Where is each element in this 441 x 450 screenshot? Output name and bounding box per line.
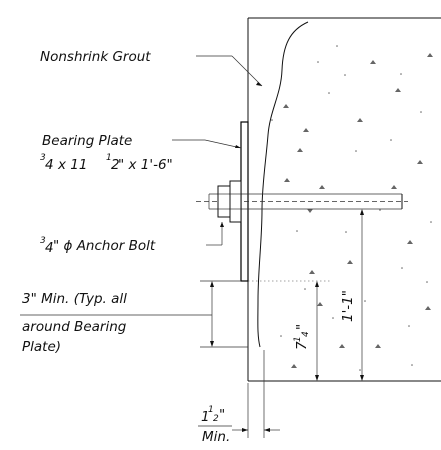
svg-text:2: 2 [213,414,219,424]
svg-text:2: 2 [111,157,120,173]
plate-label-line1: Bearing Plate [42,133,132,149]
dim-1ft-1in-label: 1'-1" [340,290,356,322]
dim-1half-label: 1 1 2 " [201,405,225,425]
dimension-7-quarter [248,280,330,381]
min-label-line1: 3" Min. (Typ. all [22,291,127,307]
plate-leader-arrow [235,145,241,148]
concrete-aggregate [271,45,433,371]
bolt-nut [217,185,231,218]
dim-7-quarter-label: 7 1 4 " [293,324,311,350]
plate-size-label: 3 4 x 11 1 2 " x 1'-6" [40,153,173,173]
grout-label: Nonshrink Grout [40,49,151,65]
svg-text:4: 4 [45,240,54,256]
bolt-label: 3 4 " ϕ Anchor Bolt [40,236,156,256]
svg-text:" x 1'-6": " x 1'-6" [118,157,173,173]
svg-text:" ϕ Anchor Bolt: " ϕ Anchor Bolt [53,238,156,254]
anchor-bolt [196,180,408,223]
svg-text:3: 3 [40,153,46,163]
dimension-1ft-1in [360,209,364,381]
svg-text:1: 1 [106,153,112,163]
svg-text:4: 4 [45,157,54,173]
svg-text:": " [294,324,310,330]
bolt-leader-arrow [220,222,224,227]
bolt-washer [229,180,242,223]
min-label-line3: Plate) [22,339,61,355]
grout-boundary [257,21,309,348]
svg-text:7: 7 [294,341,310,350]
svg-text:3: 3 [40,236,46,246]
leaders [172,55,263,246]
svg-text:4: 4 [301,331,311,337]
dimension-3in-min [20,280,248,348]
dimension-1half-min [232,350,280,438]
svg-text:1: 1 [201,409,210,425]
min-label-line2: around Bearing [22,319,127,335]
grout-leader-arrow [256,82,262,86]
concrete-wall [247,17,441,382]
svg-text:1: 1 [293,336,303,342]
min-label: Min. [202,429,230,445]
svg-text:1: 1 [208,405,214,415]
svg-text:x 11: x 11 [57,157,87,173]
svg-text:": " [219,407,225,423]
